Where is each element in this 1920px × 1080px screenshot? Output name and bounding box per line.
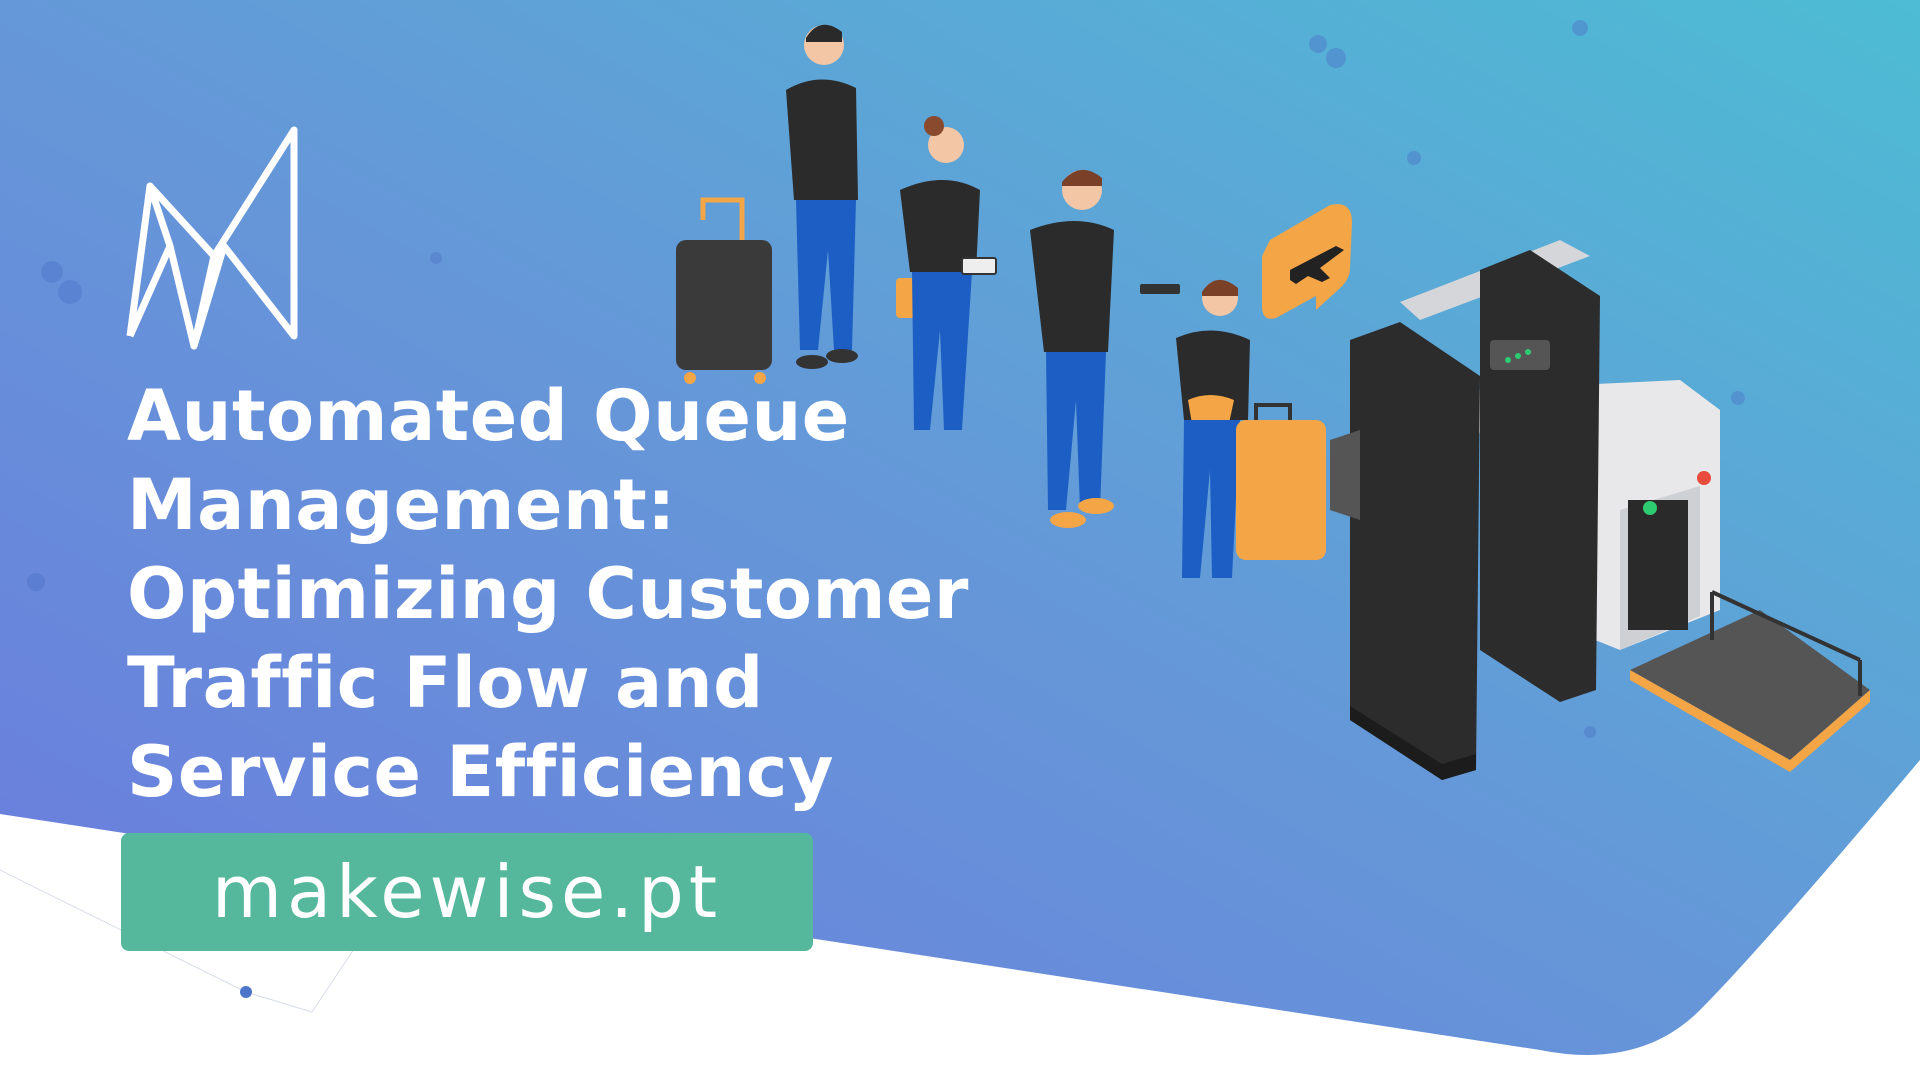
traveler-3 xyxy=(1030,169,1180,528)
flight-sign xyxy=(1262,204,1352,319)
airport-queue-illustration xyxy=(676,24,1870,780)
traveler-2 xyxy=(896,116,997,430)
headline: Automated Queue Management: Optimizing C… xyxy=(127,372,1027,817)
headline-line: Service Efficiency xyxy=(127,731,835,813)
suitcase-black xyxy=(676,197,772,384)
security-scanner xyxy=(1330,240,1870,780)
traveler-1 xyxy=(786,24,858,369)
website-badge[interactable]: makewise.pt xyxy=(121,833,813,951)
headline-line: Management: xyxy=(127,464,676,546)
headline-line: Optimizing Customer xyxy=(127,553,969,635)
airplane-icon xyxy=(1290,246,1344,284)
headline-line: Automated Queue xyxy=(127,375,850,457)
traveler-4 xyxy=(1176,279,1326,578)
makewise-logo xyxy=(126,126,298,350)
headline-line: Traffic Flow and xyxy=(127,642,764,724)
